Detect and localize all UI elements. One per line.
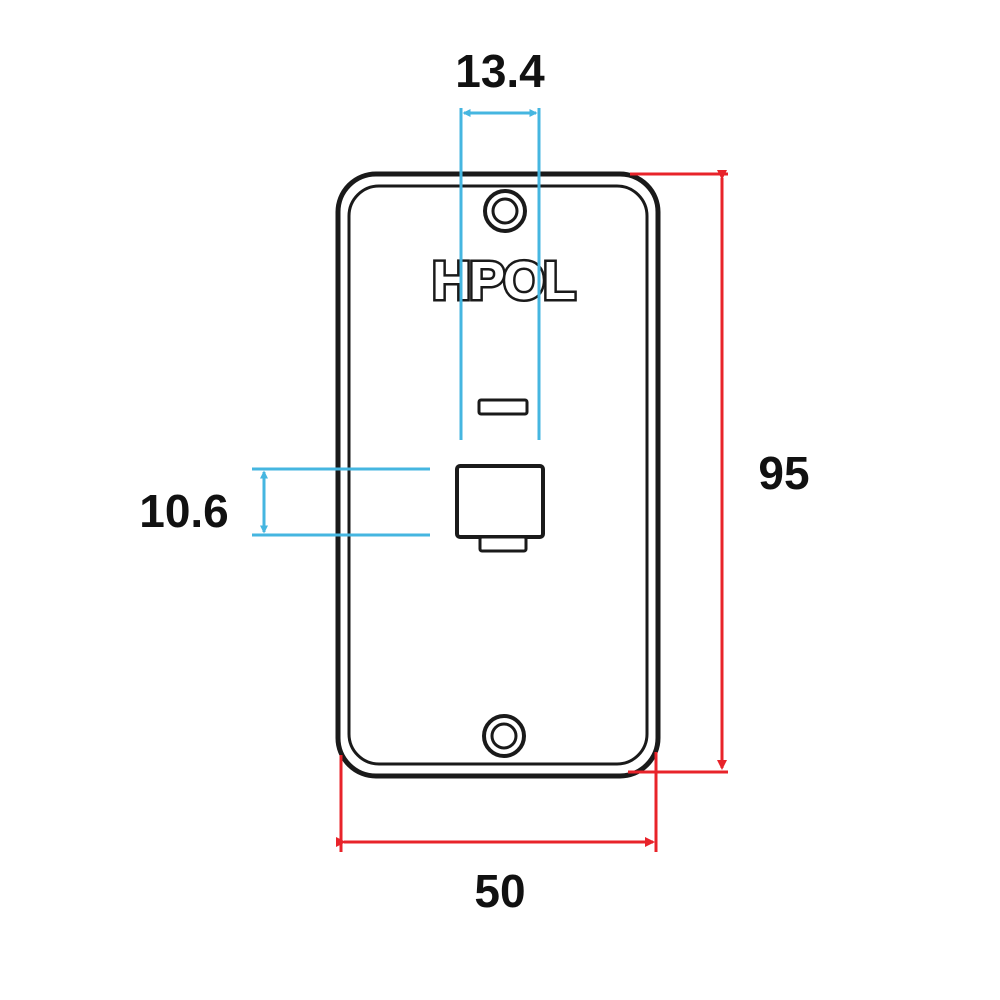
height-label: 95 <box>758 447 809 499</box>
screw-hole-icon <box>482 714 526 758</box>
width-label: 50 <box>474 865 525 917</box>
height-dimension: 95 <box>628 170 810 774</box>
width-dimension: 50 <box>336 752 658 917</box>
indicator-slot <box>477 398 529 416</box>
screw-hole-icon <box>483 189 527 233</box>
brand-logo: HPOL <box>432 251 575 311</box>
jack-height-label: 10.6 <box>139 485 229 537</box>
rj11-jack-icon <box>455 464 545 553</box>
wall-plate: HPOL <box>335 171 661 779</box>
jack-spacing-label: 13.4 <box>455 45 545 97</box>
jack-spacing-dimension: 13.4 <box>455 45 545 440</box>
jack-height-dimension: 10.6 <box>139 467 430 537</box>
